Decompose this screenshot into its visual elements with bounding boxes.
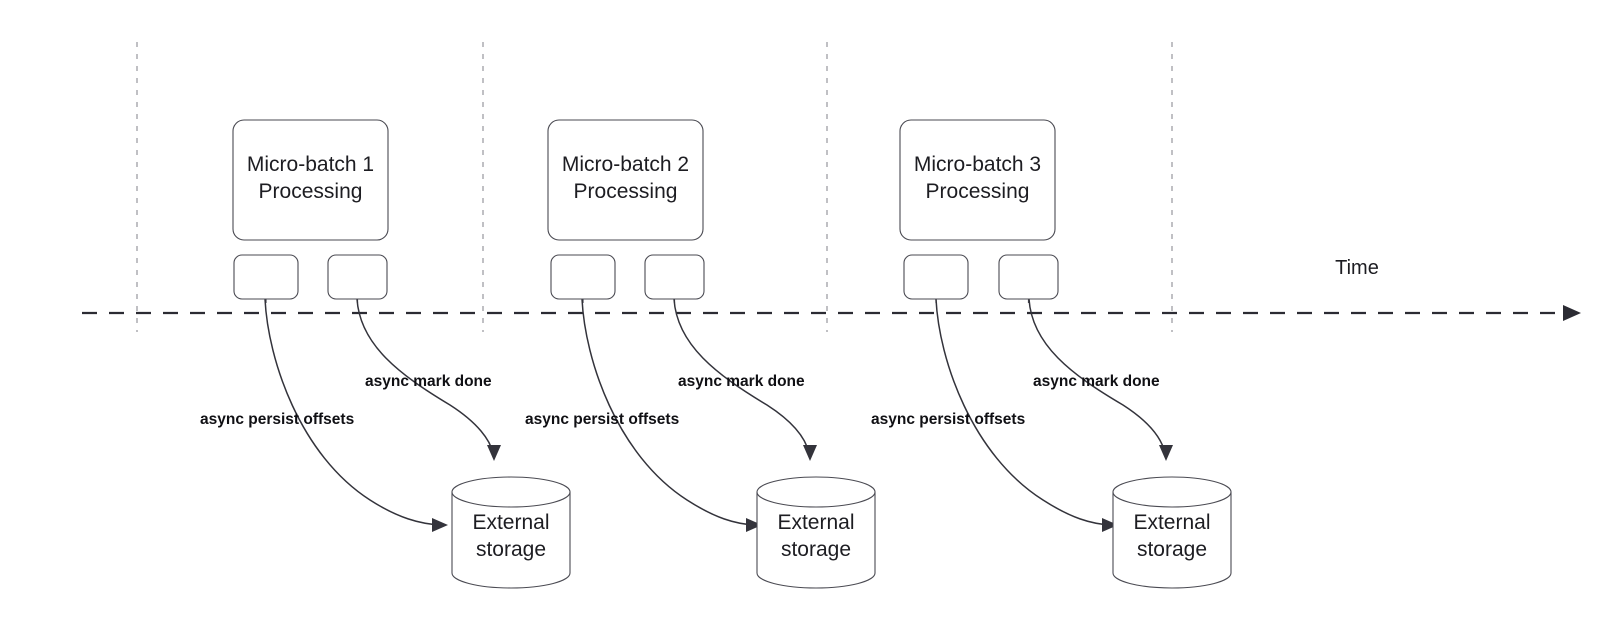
external-storage-label-line2-1: storage <box>476 538 546 561</box>
edge-label-async-persist-offsets-2: async persist offsets <box>525 411 679 428</box>
micro-batch-label-line1-2: Micro-batch 2 <box>562 153 689 176</box>
edge-arrowhead-async-mark-done-2 <box>803 445 817 461</box>
edge-curve-async-persist-offsets-2 <box>581 298 756 526</box>
edge-label-async-mark-done-2: async mark done <box>678 373 805 390</box>
micro-batch-label-line2-3: Processing <box>926 180 1030 203</box>
edge-label-async-mark-done-1: async mark done <box>365 373 492 390</box>
edge-arrowhead-async-mark-done-1 <box>487 445 501 461</box>
task-box-3-1[interactable] <box>903 254 969 300</box>
task-box-3-2[interactable] <box>998 254 1059 300</box>
micro-batch-box-3[interactable] <box>899 119 1056 241</box>
time-axis-label: Time <box>1335 257 1379 279</box>
external-storage-label-line2-2: storage <box>781 538 851 561</box>
task-box-1-2[interactable] <box>327 254 388 300</box>
micro-batch-label-line1-1: Micro-batch 1 <box>247 153 374 176</box>
edge-curve-async-mark-done-3 <box>1028 298 1166 454</box>
external-storage-top-2 <box>756 476 876 508</box>
edge-label-async-persist-offsets-3: async persist offsets <box>871 411 1025 428</box>
edge-arrowhead-async-persist-offsets-3 <box>1102 518 1118 532</box>
micro-batch-box-1[interactable] <box>232 119 389 241</box>
task-box-1-1[interactable] <box>233 254 299 300</box>
external-storage-body-1[interactable] <box>451 491 571 589</box>
task-box-2-1[interactable] <box>550 254 616 300</box>
tick-guide-group <box>136 42 1173 332</box>
micro-batch-label-line2-2: Processing <box>574 180 678 203</box>
edge-label-async-mark-done-3: async mark done <box>1033 373 1160 390</box>
edge-curve-async-mark-done-2 <box>673 298 810 454</box>
external-storage-label-line1-1: External <box>472 511 549 534</box>
edge-curve-async-mark-done-1 <box>356 298 494 454</box>
time-axis <box>82 305 1581 321</box>
edge-label-async-persist-offsets-1: async persist offsets <box>200 411 354 428</box>
external-storage-body-3[interactable] <box>1112 491 1232 589</box>
edge-arrowhead-async-persist-offsets-2 <box>746 518 762 532</box>
external-storage-label-line1-2: External <box>777 511 854 534</box>
micro-batch-label-line2-1: Processing <box>259 180 363 203</box>
external-storage-top-1 <box>451 476 571 508</box>
time-axis-arrowhead <box>1563 305 1581 321</box>
batch-node-group <box>232 119 1232 589</box>
external-storage-top-3 <box>1112 476 1232 508</box>
external-storage-label-line1-3: External <box>1133 511 1210 534</box>
external-storage-body-2[interactable] <box>756 491 876 589</box>
edge-arrowhead-async-mark-done-3 <box>1159 445 1173 461</box>
micro-batch-box-2[interactable] <box>547 119 704 241</box>
flow-edge-group <box>264 298 1173 532</box>
task-box-2-2[interactable] <box>644 254 705 300</box>
edge-curve-async-persist-offsets-3 <box>935 298 1112 526</box>
edge-curve-async-persist-offsets-1 <box>264 298 442 526</box>
micro-batch-label-line1-3: Micro-batch 3 <box>914 153 1041 176</box>
external-storage-label-line2-3: storage <box>1137 538 1207 561</box>
edge-arrowhead-async-persist-offsets-1 <box>432 518 448 532</box>
